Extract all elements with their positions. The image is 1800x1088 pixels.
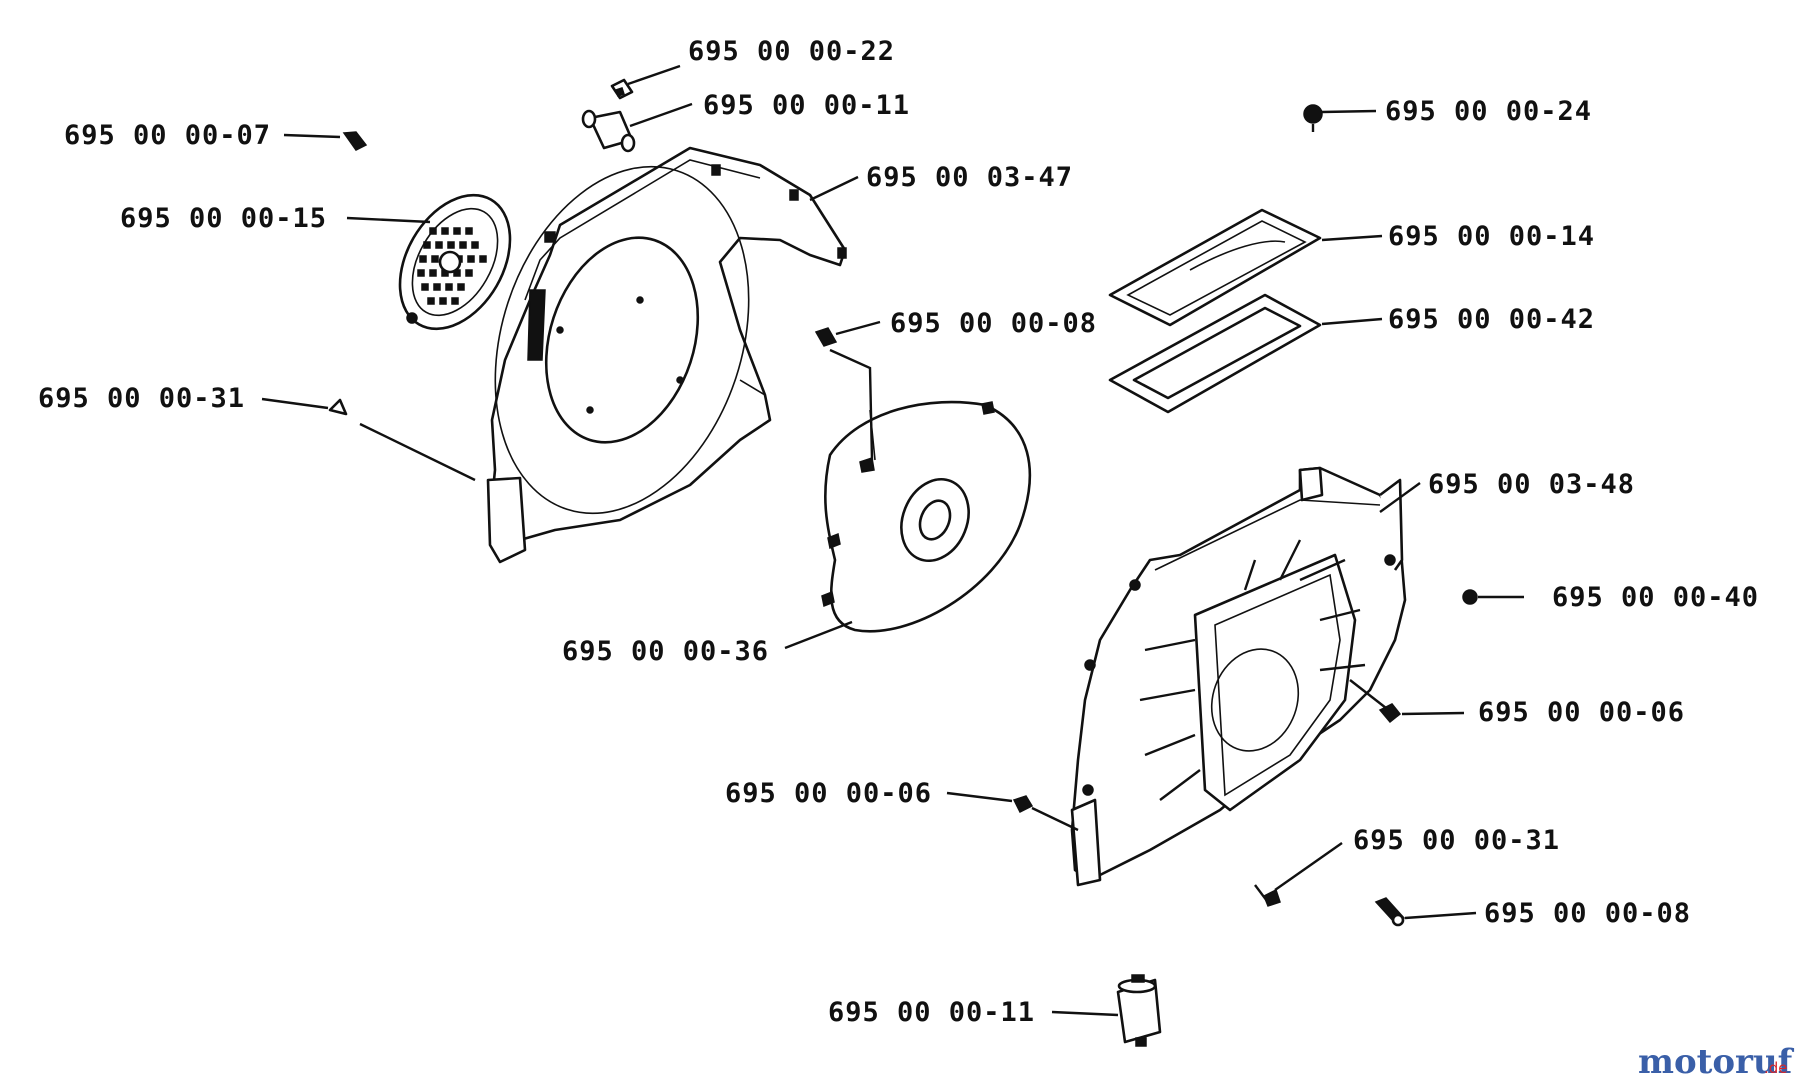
- part-label: 695 00 00-14: [1388, 221, 1595, 252]
- part-label: 695 00 00-31: [38, 383, 245, 414]
- screw-p31-lower: [1254, 884, 1281, 907]
- part-label: 695 00 00-15: [120, 203, 327, 234]
- svg-text:motoruf: motoruf: [1638, 1042, 1795, 1082]
- fan-housing-right: [1070, 466, 1407, 887]
- fan-housing-left: [486, 146, 847, 564]
- part-label: 695 00 00-07: [64, 120, 271, 151]
- rubber-mount-p11-bottom: [1116, 974, 1162, 1047]
- gasket-upper: [1108, 208, 1322, 327]
- part-label: 695 00 00-06: [1478, 697, 1685, 728]
- part-label: 695 00 00-40: [1552, 582, 1759, 613]
- air-filter-grille: [398, 193, 512, 331]
- screw-p31-upper: [328, 398, 348, 416]
- part-label: 695 00 03-47: [866, 162, 1073, 193]
- plug-p24: [1303, 104, 1323, 132]
- part-label: 695 00 00-24: [1385, 96, 1592, 127]
- part-label: 695 00 00-22: [688, 36, 895, 67]
- screw-p08-lower: [1374, 897, 1406, 927]
- part-label: 695 00 00-06: [725, 778, 932, 809]
- part-label: 695 00 00-36: [562, 636, 769, 667]
- nut-p06-left: [1012, 795, 1034, 814]
- gasket-lower: [1108, 293, 1322, 414]
- bolt-p22: [610, 78, 634, 100]
- motoruf-logo: motoruf .de: [1638, 1042, 1795, 1082]
- part-label: 695 00 00-42: [1388, 304, 1595, 335]
- rubber-mount-p11: [581, 109, 636, 153]
- screw-p07: [342, 131, 368, 151]
- svg-text:.de: .de: [1764, 1059, 1788, 1077]
- part-label: 695 00 03-48: [1428, 469, 1635, 500]
- part-label: 695 00 00-11: [828, 997, 1035, 1028]
- part-label: 695 00 00-31: [1353, 825, 1560, 856]
- leader-lines: [261, 64, 1524, 1017]
- plug-p40: [1462, 589, 1478, 605]
- part-label: 695 00 00-08: [890, 308, 1097, 339]
- screw-p08-upper: [814, 327, 838, 347]
- part-labels: 695 00 00-22 695 00 00-11 695 00 00-07 6…: [38, 36, 1759, 1028]
- part-label: 695 00 00-11: [703, 90, 910, 121]
- part-label: 695 00 00-08: [1484, 898, 1691, 929]
- fan-wheel: [821, 400, 1032, 633]
